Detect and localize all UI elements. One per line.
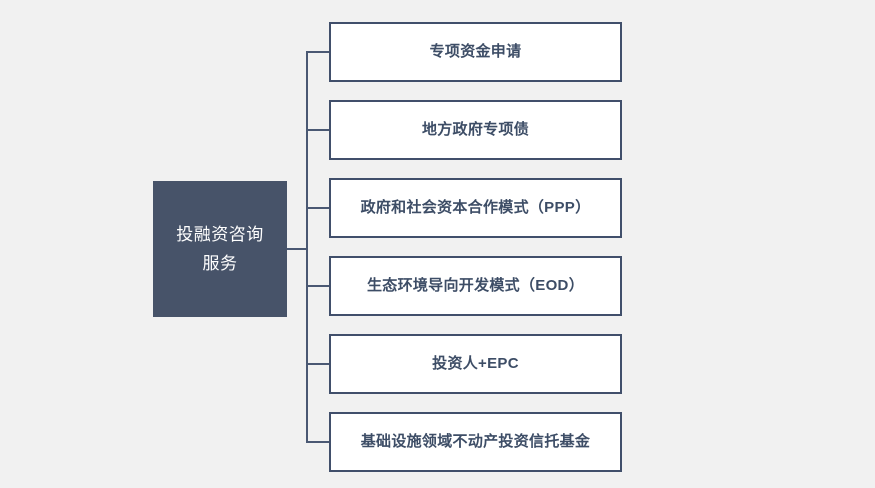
leaf-node-label: 地方政府专项债 — [421, 121, 530, 138]
leaf-node-local-government-special-bond[interactable]: 地方政府专项债 — [329, 100, 622, 160]
leaf-node-label: 政府和社会资本合作模式（PPP） — [360, 199, 591, 216]
root-node[interactable]: 投融资咨询 服务 — [153, 181, 287, 317]
leaf-node-ppp[interactable]: 政府和社会资本合作模式（PPP） — [329, 178, 622, 238]
leaf-node-label: 生态环境导向开发模式（EOD） — [366, 277, 584, 294]
leaf-node-special-fund-application[interactable]: 专项资金申请 — [329, 22, 622, 82]
leaf-node-label: 专项资金申请 — [429, 43, 522, 60]
leaf-node-infrastructure-reits[interactable]: 基础设施领域不动产投资信托基金 — [329, 412, 622, 472]
leaf-node-label: 投资人+EPC — [432, 355, 519, 372]
leaf-node-eod[interactable]: 生态环境导向开发模式（EOD） — [329, 256, 622, 316]
leaf-node-investor-plus-epc[interactable]: 投资人+EPC — [329, 334, 622, 394]
root-node-label: 投融资咨询 服务 — [176, 225, 264, 273]
leaf-node-label: 基础设施领域不动产投资信托基金 — [360, 433, 591, 450]
